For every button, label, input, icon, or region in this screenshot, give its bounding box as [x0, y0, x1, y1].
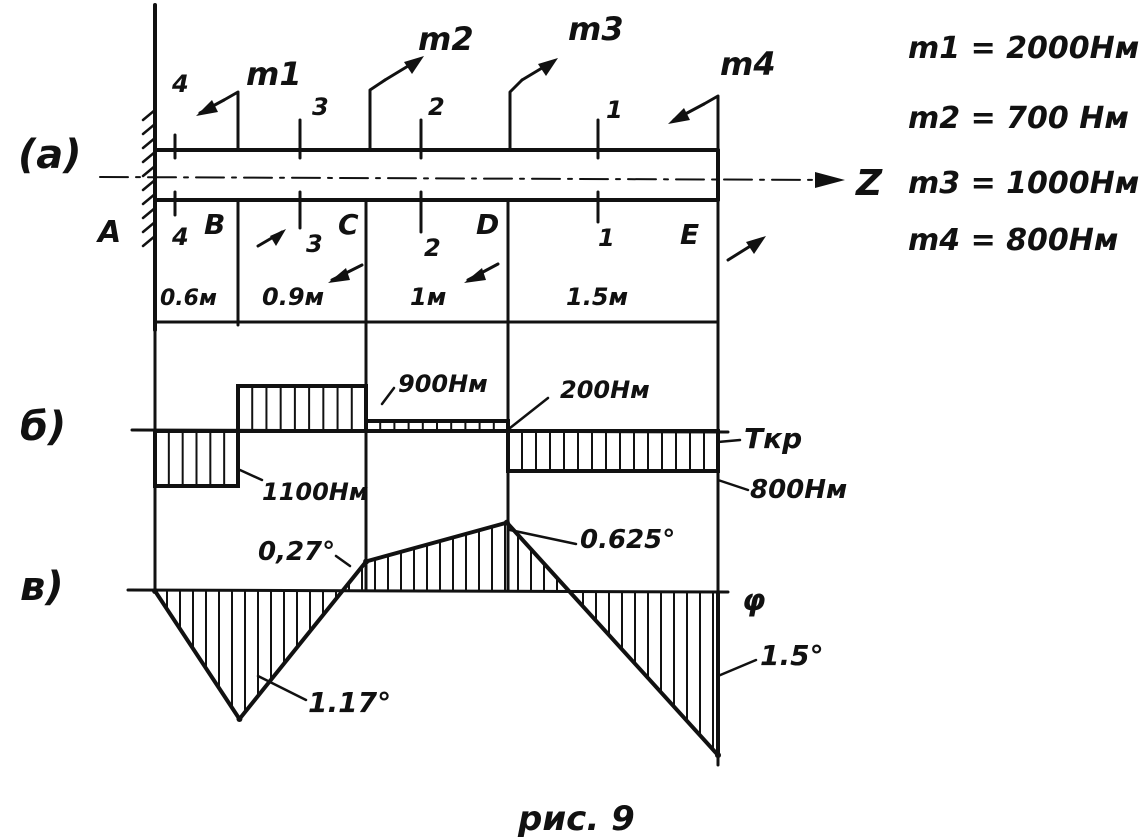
- torque-label-1100: 1100Нм: [262, 478, 369, 506]
- panel-label-a: (a): [18, 132, 82, 178]
- angle-series-label: φ: [742, 583, 765, 618]
- torque-label-200: 200Нм: [560, 376, 650, 404]
- section-label-3-bottom: 3: [306, 230, 323, 258]
- angle-label-0625: 0.625°: [580, 525, 675, 555]
- torque-label-800: 800Нм: [750, 475, 847, 505]
- moment-label-m2: m2: [418, 20, 474, 58]
- section-label-2-top: 2: [428, 93, 445, 121]
- point-label-e: E: [680, 218, 699, 251]
- angle-point-2: [363, 558, 370, 565]
- panel-label-b: б): [20, 404, 66, 450]
- angle-point-3: [503, 519, 510, 526]
- z-axis: [99, 176, 836, 181]
- section-label-1-top: 1: [606, 96, 623, 124]
- shaft-panel: (a) Z A B C D E 4 4 3 3 2 2 1 1: [18, 3, 883, 767]
- section-label-4-bottom: 4: [171, 223, 189, 251]
- angle-leaders: [256, 528, 758, 702]
- angle-label-117: 1.17°: [308, 686, 391, 719]
- wall-hatch: [141, 108, 157, 248]
- section-label-1-bottom: 1: [598, 224, 615, 252]
- span-label-ab: 0.6м: [160, 286, 217, 311]
- panel-label-v: в): [20, 564, 64, 610]
- torque-series-label: Ткр: [744, 422, 802, 455]
- twist-angle-diagram: в) 0,27° 0.625° 1.17° 1.5° φ: [20, 519, 824, 759]
- torque-leaders: [238, 386, 750, 492]
- angle-point-0: [152, 588, 158, 594]
- span-label-de: 1.5м: [566, 283, 628, 311]
- section-label-3-top: 3: [312, 93, 329, 121]
- torque-bar-de: [506, 429, 720, 473]
- moment-label-m3: m3: [568, 10, 624, 48]
- z-axis-label: Z: [855, 163, 883, 204]
- section-label-2-bottom: 2: [424, 234, 441, 262]
- torque-bar-bc: [236, 384, 368, 433]
- section-label-4-top: 4: [171, 70, 189, 98]
- z-axis-arrowhead: [815, 172, 845, 188]
- angle-point-4: [715, 752, 721, 759]
- angle-label-15: 1.5°: [760, 639, 824, 672]
- span-label-cd: 1м: [410, 283, 446, 311]
- angle-label-027: 0,27°: [258, 537, 335, 567]
- moment-label-m4: m4: [720, 45, 776, 83]
- moment-m1: [196, 90, 286, 327]
- point-label-b: B: [204, 208, 225, 241]
- given-m1: m1 = 2000Нм: [908, 31, 1139, 66]
- moment-m3: [464, 58, 558, 592]
- given-m2: m2 = 700 Нм: [908, 101, 1129, 136]
- section-marks: [173, 118, 600, 234]
- point-label-d: D: [476, 208, 499, 241]
- given-m4: m4 = 800Нм: [908, 223, 1118, 258]
- angle-point-1: [236, 716, 243, 722]
- point-label-c: C: [338, 208, 359, 241]
- point-label-a: A: [96, 215, 121, 250]
- given-m3: m3 = 1000Нм: [908, 166, 1139, 201]
- given-values: m1 = 2000Нм m2 = 700 Нм m3 = 1000Нм m4 =…: [908, 31, 1139, 258]
- figure-caption: рис. 9: [517, 799, 635, 838]
- torque-label-900: 900Нм: [398, 370, 488, 398]
- torque-diagram: б) 900Нм 200Нм 1100Нм 800Нм Ткр: [20, 320, 847, 592]
- moment-label-m1: m1: [246, 55, 302, 93]
- span-label-bc: 0.9м: [262, 283, 324, 311]
